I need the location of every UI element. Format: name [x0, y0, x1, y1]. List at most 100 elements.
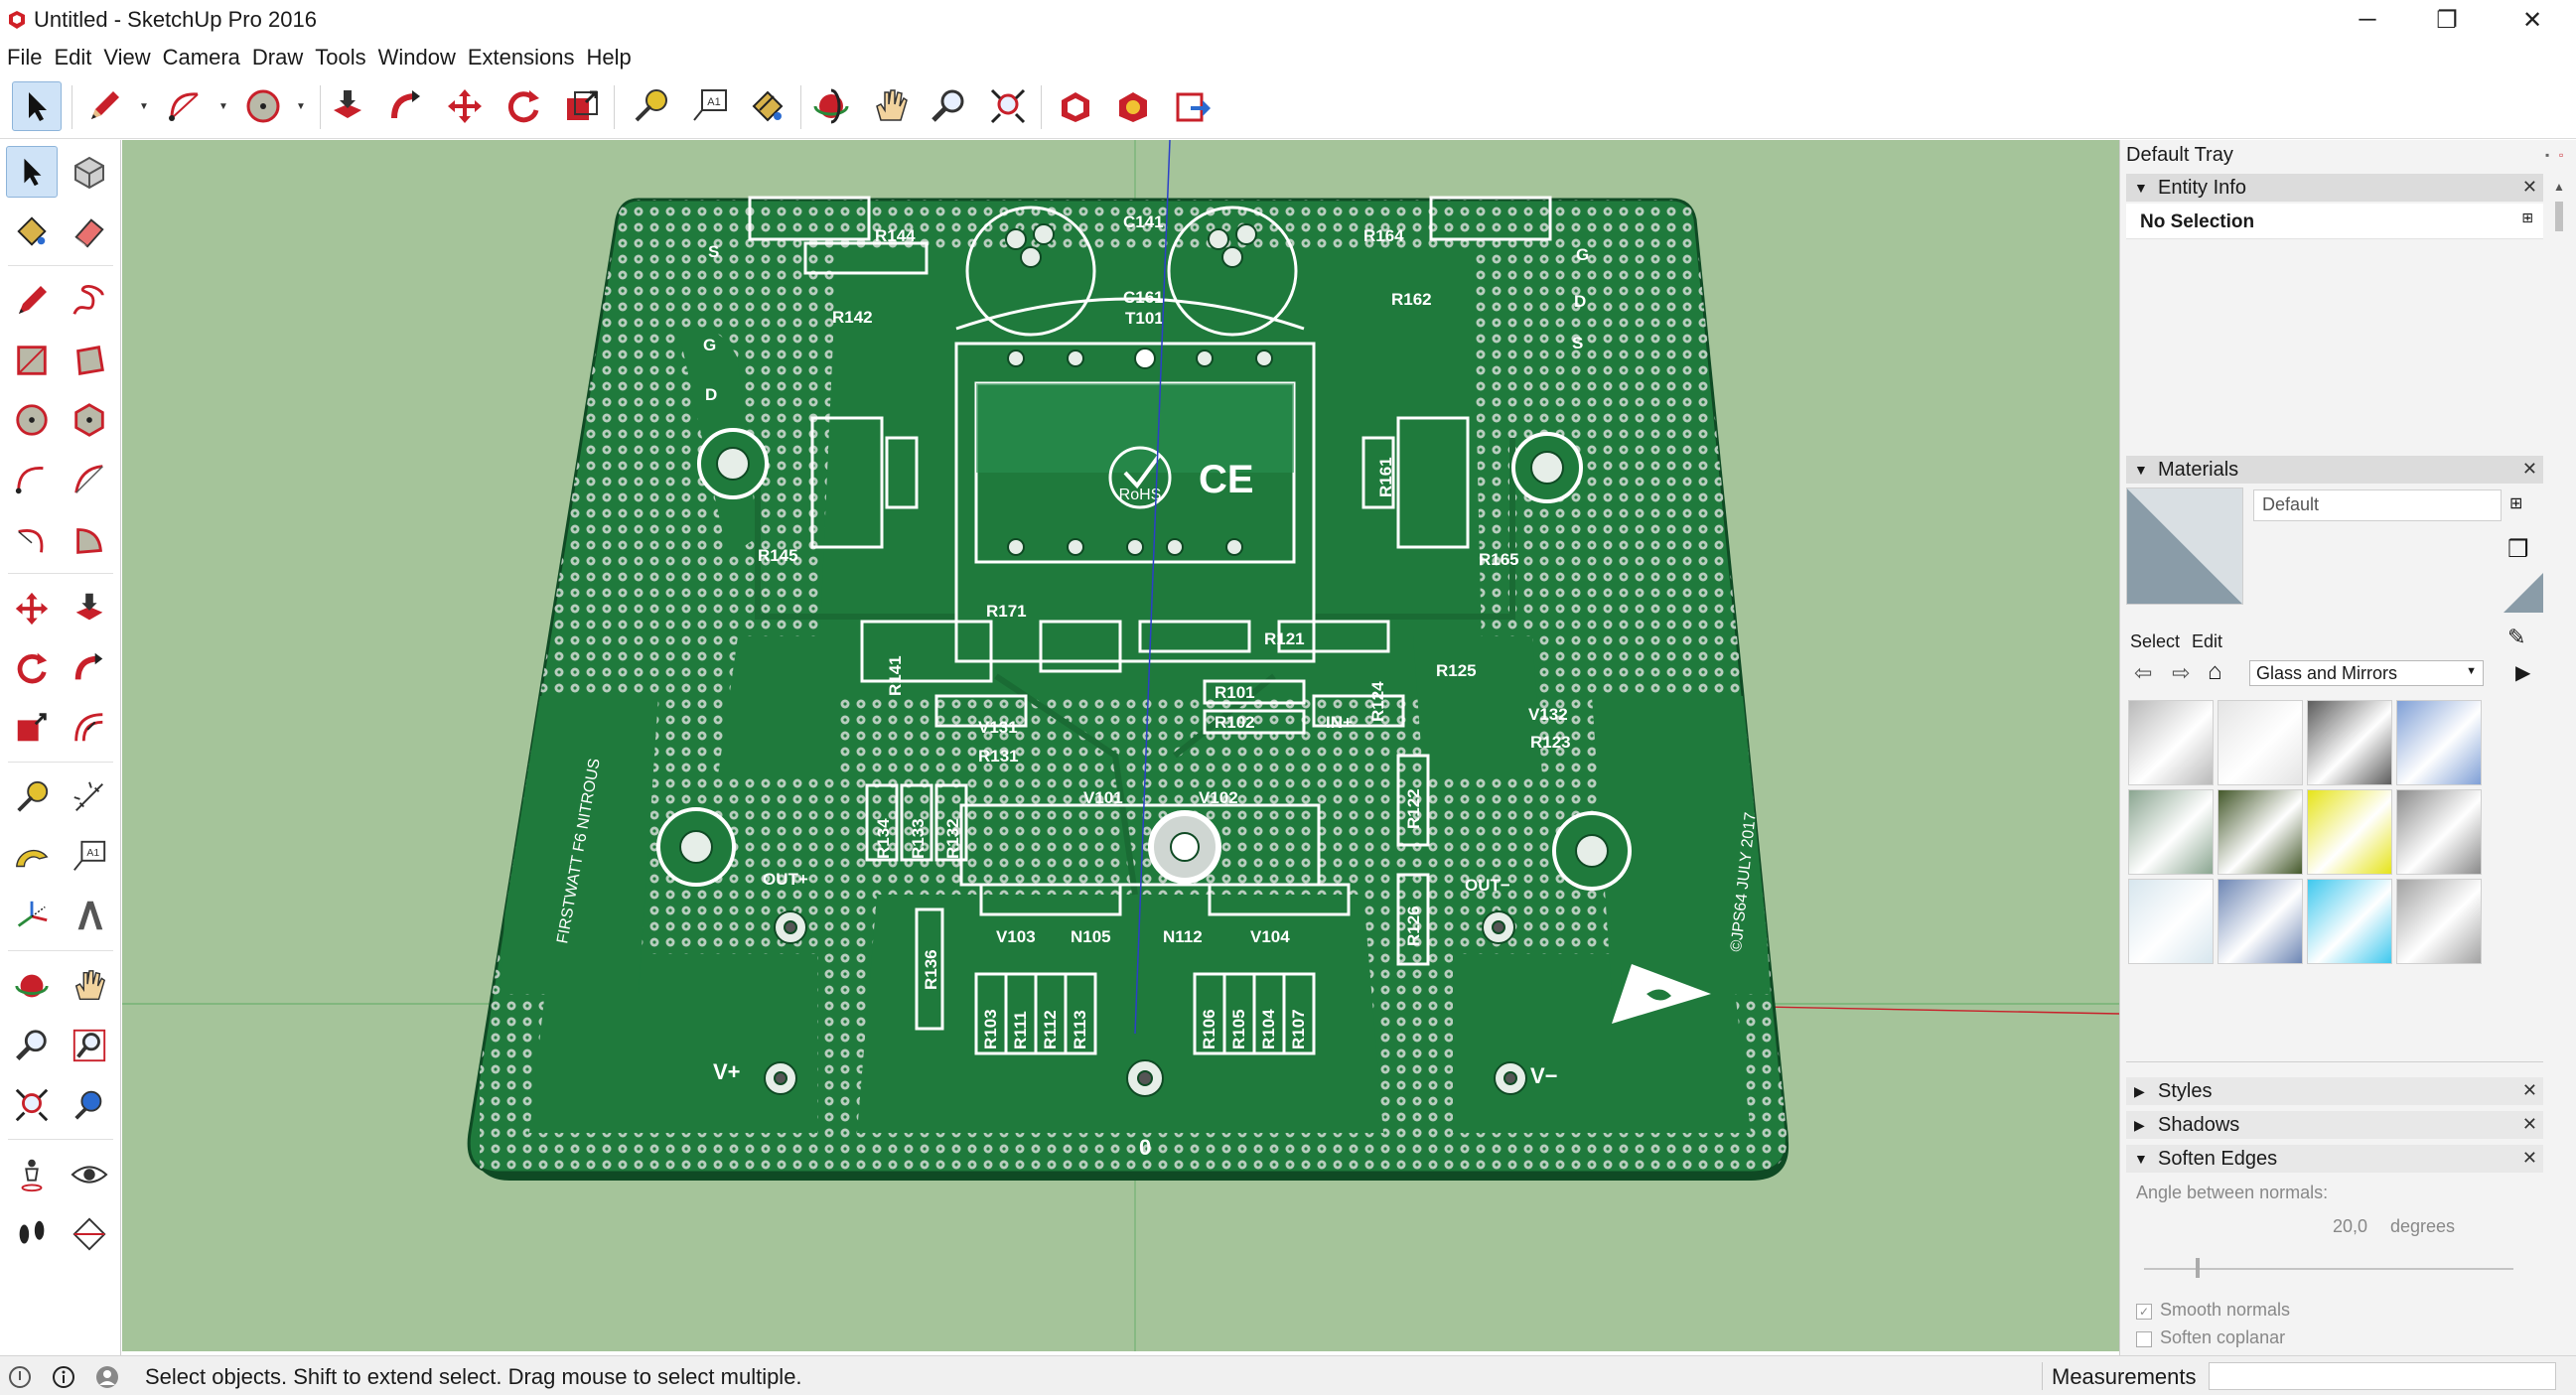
three-point-arc-button[interactable]: [6, 513, 58, 565]
tape-measure-tool-button[interactable]: [626, 81, 675, 131]
material-library-select[interactable]: Glass and Mirrors ▼: [2249, 660, 2484, 686]
scroll-thumb[interactable]: [2555, 202, 2563, 231]
follow-me-tool-button[interactable]: [381, 81, 431, 131]
eraser-button[interactable]: [64, 206, 115, 257]
left-line-button[interactable]: [6, 275, 58, 327]
material-swatch[interactable]: [2128, 700, 2214, 785]
push-pull-tool-button[interactable]: [323, 81, 372, 131]
left-scale-button[interactable]: [6, 702, 58, 754]
move-tool-button[interactable]: [440, 81, 490, 131]
arc-dropdown-icon[interactable]: ▼: [218, 101, 228, 112]
3d-text-button[interactable]: [64, 891, 115, 942]
axes-button[interactable]: [6, 891, 58, 942]
shadows-header[interactable]: ▶ Shadows ✕: [2126, 1111, 2543, 1139]
left-orbit-button[interactable]: [6, 960, 58, 1012]
minimize-button[interactable]: ─: [2359, 6, 2376, 33]
menu-edit[interactable]: Edit: [54, 45, 92, 70]
left-zoom-button[interactable]: [6, 1020, 58, 1071]
credits-info-icon[interactable]: [52, 1365, 75, 1389]
left-rotate-button[interactable]: [6, 642, 58, 694]
pencil-dropdown-icon[interactable]: ▼: [139, 101, 149, 112]
walk-button[interactable]: [6, 1208, 58, 1260]
dimension-button[interactable]: [64, 771, 115, 823]
freehand-button[interactable]: [64, 275, 115, 327]
materials-header[interactable]: ▼ Materials ✕: [2126, 456, 2543, 484]
material-swatch[interactable]: [2218, 789, 2303, 875]
look-around-button[interactable]: [64, 1149, 115, 1200]
pie-button[interactable]: [64, 513, 115, 565]
zoom-extents-tool-button[interactable]: [983, 81, 1033, 131]
materials-edit-tab[interactable]: Edit: [2192, 631, 2223, 651]
angle-slider-track[interactable]: [2144, 1268, 2513, 1270]
left-push-pull-button[interactable]: [64, 583, 115, 634]
styles-close-icon[interactable]: ✕: [2521, 1080, 2537, 1100]
rotate-tool-button[interactable]: [499, 81, 548, 131]
polygon-button[interactable]: [64, 394, 115, 446]
extension-warehouse-button[interactable]: [1108, 81, 1158, 131]
tray-scrollbar[interactable]: ▲ ▼: [2547, 180, 2571, 1375]
left-move-button[interactable]: [6, 583, 58, 634]
material-swatch[interactable]: [2307, 789, 2392, 875]
menu-tools[interactable]: Tools: [315, 45, 366, 70]
circle-button[interactable]: [6, 394, 58, 446]
default-paint-icon[interactable]: [2504, 573, 2543, 613]
scroll-up-icon[interactable]: ▲: [2553, 180, 2565, 194]
send-to-layout-button[interactable]: [1168, 81, 1217, 131]
rectangle-button[interactable]: [6, 335, 58, 386]
details-arrow-icon[interactable]: ▶: [2515, 662, 2531, 684]
soften-edges-header[interactable]: ▼ Soften Edges ✕: [2126, 1145, 2543, 1173]
left-text-button[interactable]: A1: [64, 831, 115, 883]
paint-bucket-tool-button[interactable]: [743, 81, 792, 131]
protractor-button[interactable]: [6, 831, 58, 883]
arc-tool-button[interactable]: [161, 81, 211, 131]
offset-button[interactable]: [64, 702, 115, 754]
left-follow-me-button[interactable]: [64, 642, 115, 694]
menu-help[interactable]: Help: [586, 45, 632, 70]
smooth-normals-checkbox[interactable]: ✓: [2136, 1303, 2152, 1320]
back-arrow-icon[interactable]: ⇦: [2134, 660, 2153, 685]
angle-slider-thumb[interactable]: [2196, 1258, 2200, 1278]
orbit-tool-button[interactable]: [806, 81, 856, 131]
measurements-input[interactable]: [2209, 1362, 2556, 1390]
make-component-button[interactable]: [64, 146, 115, 198]
scale-tool-button[interactable]: [557, 81, 607, 131]
soften-coplanar-checkbox[interactable]: [2136, 1330, 2152, 1347]
pencil-tool-button[interactable]: [79, 81, 129, 131]
sample-paint-icon[interactable]: ✎: [2507, 625, 2526, 649]
menu-view[interactable]: View: [103, 45, 151, 70]
styles-header[interactable]: ▶ Styles ✕: [2126, 1077, 2543, 1105]
material-swatch[interactable]: [2218, 700, 2303, 785]
menu-extensions[interactable]: Extensions: [467, 45, 575, 70]
materials-close-icon[interactable]: ✕: [2521, 459, 2537, 479]
tray-close-icon[interactable]: ▫: [2559, 148, 2564, 162]
soften-edges-close-icon[interactable]: ✕: [2521, 1148, 2537, 1168]
menu-camera[interactable]: Camera: [162, 45, 240, 70]
close-window-button[interactable]: ✕: [2521, 6, 2543, 34]
left-paint-bucket-button[interactable]: [6, 206, 58, 257]
zoom-window-button[interactable]: [64, 1020, 115, 1071]
menu-file[interactable]: File: [7, 45, 43, 70]
zoom-tool-button[interactable]: [924, 81, 973, 131]
material-swatch[interactable]: [2396, 789, 2482, 875]
circle-tool-button[interactable]: [238, 81, 288, 131]
position-camera-button[interactable]: [6, 1149, 58, 1200]
forward-arrow-icon[interactable]: ⇨: [2172, 660, 2191, 685]
entity-info-close-icon[interactable]: ✕: [2521, 177, 2537, 197]
material-swatch[interactable]: [2128, 879, 2214, 964]
restore-button[interactable]: ❐: [2436, 6, 2458, 34]
left-zoom-extents-button[interactable]: [6, 1079, 58, 1131]
entity-info-header[interactable]: ▼ Entity Info ✕: [2126, 174, 2543, 202]
text-tool-button[interactable]: A1: [685, 81, 735, 131]
material-name-field[interactable]: Default: [2253, 489, 2502, 521]
select-tool-button[interactable]: [12, 81, 62, 131]
material-swatch[interactable]: [2218, 879, 2303, 964]
rotated-rectangle-button[interactable]: [64, 335, 115, 386]
material-swatch[interactable]: [2307, 879, 2392, 964]
drawing-area[interactable]: RoHS CE: [122, 140, 2119, 1351]
left-tape-measure-button[interactable]: [6, 771, 58, 823]
paint-cube-icon[interactable]: ❒: [2507, 536, 2529, 563]
left-select-button[interactable]: [6, 146, 58, 198]
shadows-close-icon[interactable]: ✕: [2521, 1114, 2537, 1134]
create-material-icon[interactable]: ⊞: [2509, 495, 2523, 512]
material-swatch[interactable]: [2396, 700, 2482, 785]
